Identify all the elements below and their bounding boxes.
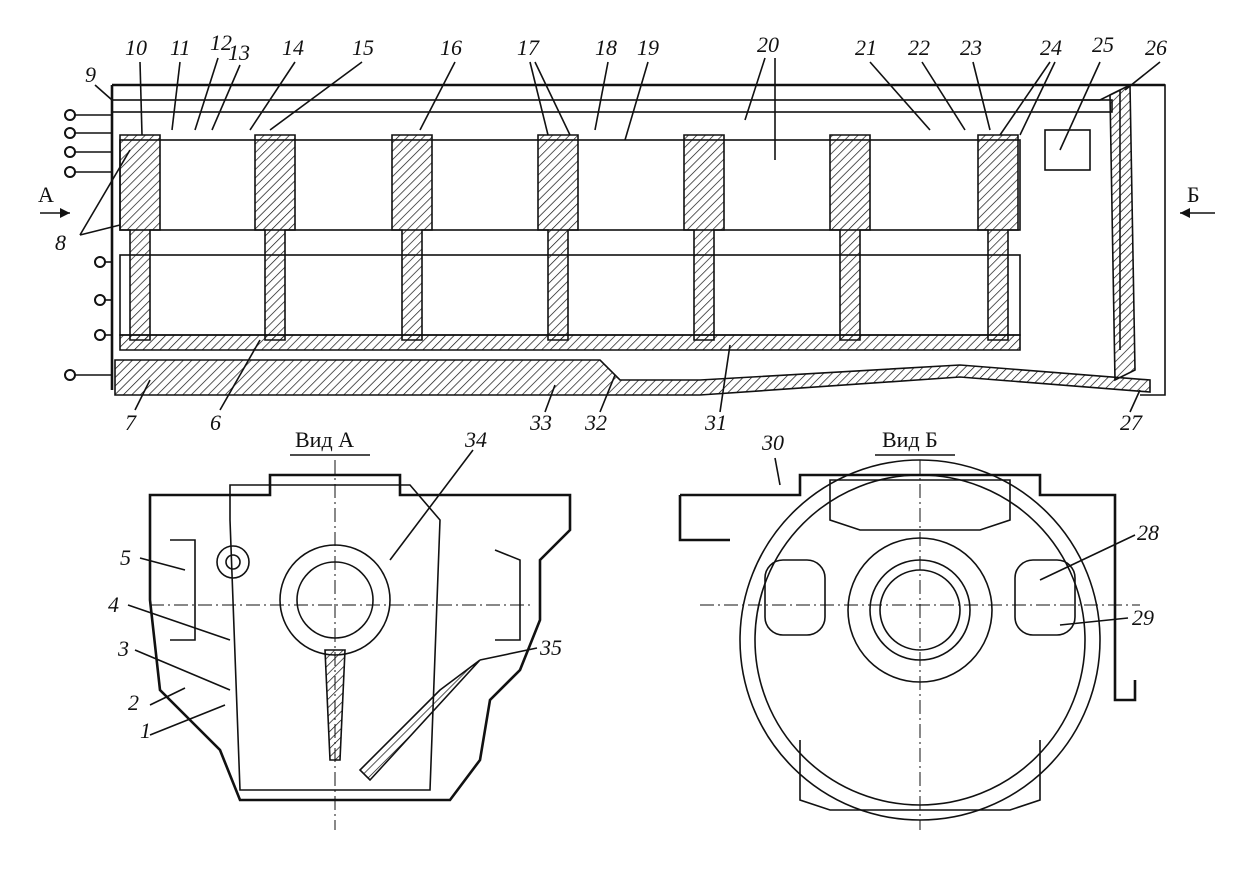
callout-13: 13: [228, 40, 250, 65]
callout-15: 15: [352, 35, 374, 60]
callout-6: 6: [210, 410, 221, 435]
callout-8: 8: [55, 230, 66, 255]
callout-34: 34: [464, 427, 487, 452]
view-b: Вид Б: [678, 427, 1140, 830]
callout-2: 2: [128, 690, 139, 715]
callout-31: 31: [704, 410, 727, 435]
callout-5: 5: [120, 545, 131, 570]
callout-11: 11: [170, 35, 190, 60]
callout-17: 17: [517, 35, 540, 60]
callout-20: 20: [757, 32, 779, 57]
view-a: Вид А: [148, 427, 572, 830]
callout-10: 10: [125, 35, 147, 60]
callout-4: 4: [108, 592, 119, 617]
arrow-b-label: Б: [1187, 182, 1200, 207]
front-studs: [64, 109, 112, 381]
callout-35: 35: [539, 635, 562, 660]
callout-23: 23: [960, 35, 982, 60]
callout-27: 27: [1120, 410, 1143, 435]
callout-28: 28: [1137, 520, 1159, 545]
callout-16: 16: [440, 35, 462, 60]
callout-19: 19: [637, 35, 659, 60]
arrow-a-label: А: [38, 182, 54, 207]
callout-21: 21: [855, 35, 877, 60]
callout-22: 22: [908, 35, 930, 60]
view-a-title: Вид А: [295, 427, 354, 452]
callout-32: 32: [584, 410, 607, 435]
callout-9: 9: [85, 62, 96, 87]
bulkheads: [119, 134, 1019, 341]
callout-26: 26: [1145, 35, 1167, 60]
callout-14: 14: [282, 35, 304, 60]
callout-12: 12: [210, 30, 232, 55]
callout-18: 18: [595, 35, 617, 60]
callout-25: 25: [1092, 32, 1114, 57]
view-b-title: Вид Б: [882, 427, 938, 452]
callout-24: 24: [1040, 35, 1062, 60]
longitudinal-section: А Б: [38, 83, 1215, 396]
callout-29: 29: [1132, 605, 1154, 630]
callout-1: 1: [140, 718, 151, 743]
callout-3: 3: [117, 636, 129, 661]
callout-33: 33: [529, 410, 552, 435]
leader-lines: [79, 57, 1161, 736]
callout-labels: 1 2 3 4 5 6 7 8 9 10 11 12 13 14 15 16 1…: [55, 30, 1167, 743]
callout-30: 30: [761, 430, 784, 455]
callout-7: 7: [125, 410, 137, 435]
